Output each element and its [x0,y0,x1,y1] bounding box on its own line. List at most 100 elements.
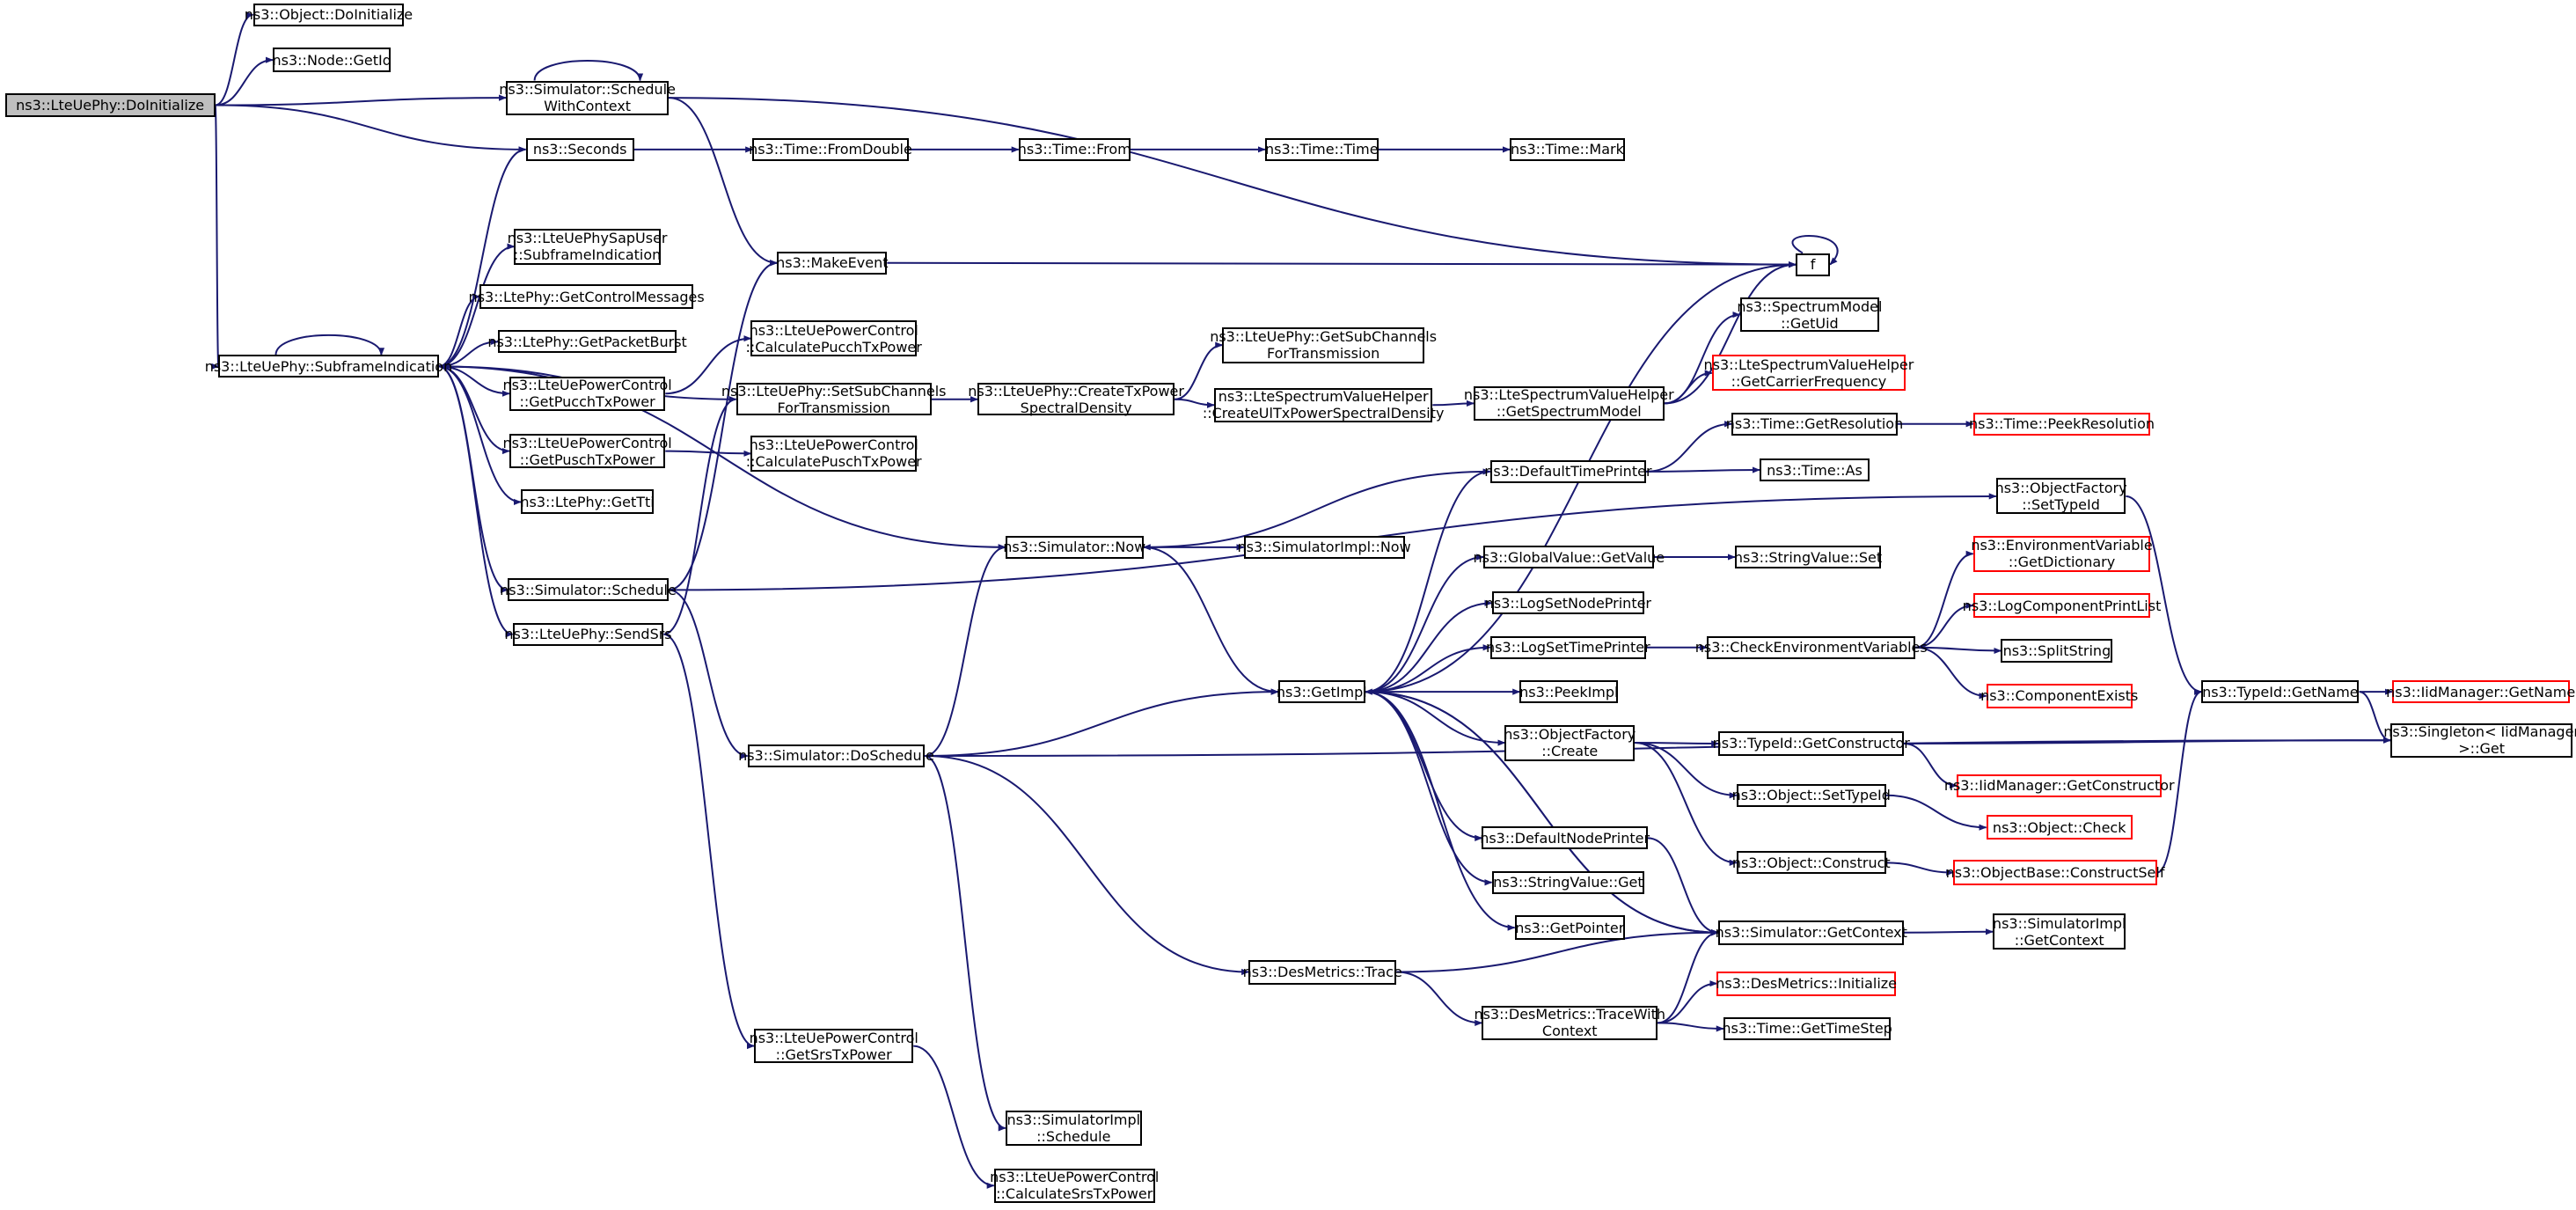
graph-node-sim-get-context[interactable]: ns3::Simulator::GetContext [1715,920,1907,945]
graph-node-time-time[interactable]: ns3::Time::Time [1264,137,1379,161]
call-edge [669,97,779,267]
graph-node-sap-user[interactable]: ns3::LteUePhySapUser::SubframeIndication [508,228,668,265]
call-edge [1635,742,1738,866]
graph-node-label: ns3::Time::FromDouble [749,141,912,158]
graph-node-obj-check[interactable]: ns3::Object::Check [1986,815,2133,840]
graph-node-f[interactable]: f [1796,253,1831,276]
graph-node-des-init[interactable]: ns3::DesMetrics::Initialize [1716,971,1897,996]
graph-node-iid-get-ctor[interactable]: ns3::IidManager::GetConstructor [1944,774,2175,797]
graph-node-ofcreate[interactable]: ns3::ObjectFactory::Create [1504,724,1636,761]
graph-node-get-pucch[interactable]: ns3::LteUePowerControl::GetPucchTxPower [502,376,672,411]
graph-node-subframe-indication[interactable]: ns3::LteUePhy::SubframeIndication [205,355,452,378]
graph-node-obj-set-type-id[interactable]: ns3::Object::SetTypeId [1732,783,1891,807]
graph-node-obj-do-init[interactable]: ns3::Object::DoInitialize [245,3,413,26]
graph-node-label: ForTransmission [1266,345,1380,363]
graph-node-peek-impl[interactable]: ns3::PeekImpl [1519,680,1618,704]
graph-node-label: ns3::LteUePhySapUser [507,230,668,247]
graph-node-get-time-step[interactable]: ns3::Time::GetTimeStep [1722,1016,1892,1041]
graph-node-label: ns3::Simulator::GetContext [1715,924,1907,942]
call-edge [1658,980,1718,1024]
graph-node-label: ::GetSpectrumModel [1496,403,1642,421]
graph-node-calc-srs[interactable]: ns3::LteUePowerControl::CalculateSrsTxPo… [990,1168,1159,1203]
graph-node-label: ns3::Simulator::Schedule [499,81,676,99]
graph-node-get-impl[interactable]: ns3::GetImpl [1277,680,1367,704]
graph-node-label: ns3::LteUePowerControl [990,1169,1160,1186]
graph-node-label: ::GetUid [1781,314,1839,332]
graph-node-spec-get-uid[interactable]: ns3::SpectrumModel::GetUid [1737,297,1883,333]
graph-node-label: ns3::LteUePhy::SubframeIndication [204,357,453,375]
graph-node-tiget-ctor[interactable]: ns3::TypeId::GetConstructor [1713,730,1910,756]
graph-node-get-pusch[interactable]: ns3::LteUePowerControl::GetPuschTxPower [502,433,672,469]
graph-node-split-string[interactable]: ns3::SplitString [2001,639,2113,663]
graph-node-sim-impl-sched[interactable]: ns3::SimulatorImpl::Schedule [1005,1111,1142,1146]
graph-node-peek-resolution[interactable]: ns3::Time::PeekResolution [1969,412,2155,436]
graph-node-svset[interactable]: ns3::StringValue::Set [1734,545,1882,569]
call-edge [1885,794,1987,831]
graph-node-svget[interactable]: ns3::StringValue::Get [1491,870,1645,894]
graph-node-singleton-get[interactable]: ns3::Singleton< IidManager>::Get [2383,722,2576,758]
graph-node-calc-pusch[interactable]: ns3::LteUePowerControl::CalculatePuschTx… [746,435,922,472]
graph-node-label: ::GetSrsTxPower [775,1045,892,1063]
graph-node-def-time-printer[interactable]: ns3::DefaultTimePrinter [1484,459,1652,483]
graph-node-log-set-node[interactable]: ns3::LogSetNodePrinter [1485,591,1651,615]
graph-node-seconds[interactable]: ns3::Seconds [525,137,634,161]
graph-node-get-carrier-freq[interactable]: ns3::LteSpectrumValueHelper::GetCarrierF… [1704,355,1914,392]
graph-node-sim-schedule[interactable]: ns3::Simulator::Schedule [500,578,677,602]
graph-node-obj-construct[interactable]: ns3::Object::Construct [1732,851,1891,875]
graph-node-make-event[interactable]: ns3::MakeEvent [776,251,889,275]
graph-node-node-get-id[interactable]: ns3::Node::GetId [273,48,392,73]
call-edge [210,104,220,369]
graph-node-gvget-value[interactable]: ns3::GlobalValue::GetValue [1473,545,1665,569]
call-edge [1175,341,1224,400]
graph-node-sim-impl-now[interactable]: ns3::SimulatorImpl::Now [1237,535,1411,559]
graph-node-send-srs[interactable]: ns3::LteUePhy::SendSrs [504,622,672,646]
graph-node-ofset-type-id[interactable]: ns3::ObjectFactory::SetTypeId [1995,478,2127,515]
graph-node-get-pointer[interactable]: ns3::GetPointer [1514,915,1625,941]
call-edge [1365,644,1491,693]
graph-node-env-get-dict[interactable]: ns3::EnvironmentVariable::GetDictionary [1971,535,2153,572]
graph-node-get-tti[interactable]: ns3::LtePhy::GetTti [520,489,655,515]
graph-node-def-node-printer[interactable]: ns3::DefaultNodePrinter [1480,826,1650,850]
graph-node-get-resolution[interactable]: ns3::Time::GetResolution [1726,412,1903,436]
graph-node-calc-pucch[interactable]: ns3::LteUePowerControl::CalculatePucchTx… [745,320,922,357]
graph-node-label: ::Create [1541,743,1599,760]
graph-node-label: WithContext [544,98,632,115]
graph-node-type-id-get-name[interactable]: ns3::TypeId::GetName [2201,680,2360,704]
graph-node-construct-self[interactable]: ns3::ObjectBase::ConstructSelf [1946,859,2164,886]
call-edge [1143,546,1279,695]
call-edge [1396,971,1483,1027]
graph-node-from-double[interactable]: ns3::Time::FromDouble [749,137,912,161]
call-edge [925,754,1250,976]
graph-node-get-spec-model[interactable]: ns3::LteSpectrumValueHelper::GetSpectrum… [1464,385,1674,422]
graph-node-get-ctrl-msg[interactable]: ns3::LtePhy::GetControlMessages [469,284,705,310]
graph-node-sim-impl-get-ctx[interactable]: ns3::SimulatorImpl::GetContext [1993,913,2126,950]
graph-node-check-env[interactable]: ns3::CheckEnvironmentVariables [1695,635,1928,659]
graph-node-label: ns3::Seconds [532,141,627,158]
graph-node-sim-now[interactable]: ns3::Simulator::Now [1003,535,1145,559]
graph-node-time-as[interactable]: ns3::Time::As [1759,458,1870,482]
graph-node-do-schedule[interactable]: ns3::Simulator::DoSchedule [738,744,934,768]
graph-node-label: ::CalculatePucchTxPower [745,338,922,356]
graph-node-log-comp-print[interactable]: ns3::LogComponentPrintList [1963,593,2161,619]
graph-node-label: ns3::LteUePowerControl [749,436,918,454]
graph-node-log-set-time[interactable]: ns3::LogSetTimePrinter [1486,635,1650,659]
graph-node-label: ns3::LteUePowerControl [502,434,672,451]
graph-node-label: ns3::SpectrumModel [1737,297,1883,315]
graph-node-time-mark[interactable]: ns3::Time::Mark [1510,137,1625,161]
graph-node-label: ::SubframeIndication [513,246,662,264]
graph-node-label: ns3::IidManager::GetConstructor [1943,777,2175,795]
graph-node-label: ns3::Singleton< IidManager [2383,723,2576,741]
graph-node-comp-exists[interactable]: ns3::ComponentExists [1980,683,2138,708]
graph-node-create-ul-tx[interactable]: ns3::LteSpectrumValueHelper::CreateUlTxP… [1203,387,1444,422]
graph-node-do-initialize[interactable]: ns3::LteUePhy::DoInitialize [4,93,216,117]
graph-node-des-trace[interactable]: ns3::DesMetrics::Trace [1243,959,1402,985]
graph-node-iid-get-name[interactable]: ns3::IidManager::GetName [2386,680,2575,704]
graph-node-get-packet-burst[interactable]: ns3::LtePhy::GetPacketBurst [487,330,687,354]
graph-node-get-srs[interactable]: ns3::LteUePowerControl::GetSrsTxPower [750,1028,918,1064]
graph-node-time-from[interactable]: ns3::Time::From [1018,137,1131,161]
